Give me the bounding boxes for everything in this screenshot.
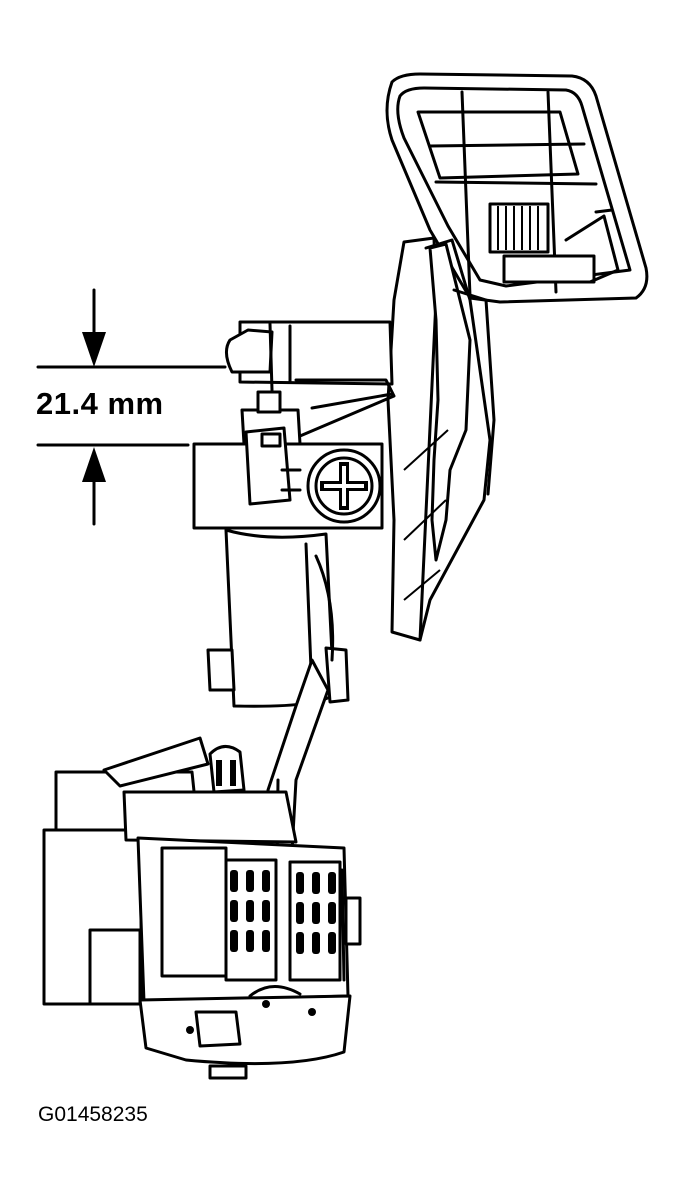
pedal-bracket [388, 238, 494, 640]
dimension-arrow-up-icon [82, 447, 106, 482]
pivot-shaft [226, 322, 394, 436]
pedal-position-sensor-icon [44, 738, 360, 1078]
pedal-spring-detail [490, 204, 618, 282]
dimension-label: 21.4 mm [36, 386, 164, 421]
dimension-indicator [38, 290, 225, 524]
phillips-screw-icon [308, 450, 380, 522]
figure-id: G01458235 [38, 1103, 148, 1126]
dimension-arrow-down-icon [82, 332, 106, 367]
sensor-coil [226, 860, 340, 980]
sensor-nut [210, 746, 244, 792]
side-bolt [346, 898, 360, 944]
